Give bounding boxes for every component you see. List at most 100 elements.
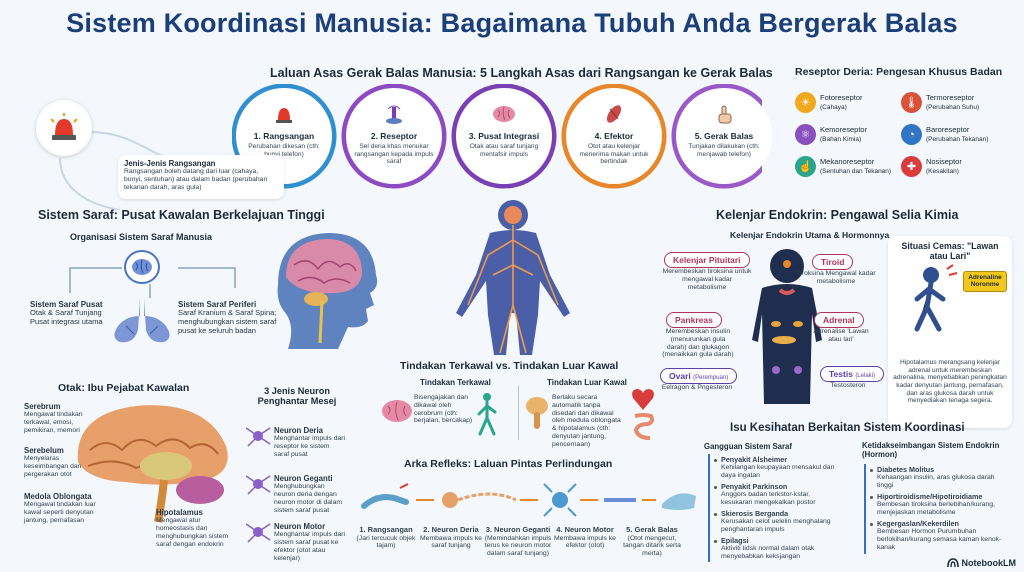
neuron-name: Neuron Motor	[274, 522, 326, 531]
receptor-sub: (Bahan Kimia)	[820, 136, 862, 143]
brain-part-desc: Mengawal tindakan terkawal, emosi, pemik…	[24, 411, 83, 434]
neuron-name: Neuron Deria	[274, 426, 323, 435]
reflex-step: 3. Neuron Geganti(Memindahkan impuls ter…	[484, 525, 552, 558]
nervous-diagram	[69, 267, 236, 298]
reflex-step: 5. Gerak Balas(Otot mengecut, tangan dit…	[618, 525, 686, 558]
involuntary-title: Tindakan Luar Kawal	[547, 378, 627, 387]
alarm-icon	[269, 100, 299, 128]
gland-testis-label: Testis (Lelaki)	[820, 366, 884, 382]
receptor-name: Nosiseptor	[926, 157, 962, 166]
pathway-step-title: 1. Rangsangan	[253, 131, 315, 141]
hand-tap-icon	[709, 100, 739, 128]
muscle-icon	[599, 100, 629, 128]
central-nervous: Sistem Saraf Pusat Otak & Saraf Tunjang …	[30, 300, 110, 327]
endocrine-heading: Kelenjar Endokrin: Pengawal Selia Kimia	[716, 208, 959, 222]
neuron-item: Neuron Geganti Menghubungkan neuron deri…	[274, 474, 346, 514]
gland-name-sub: (Lelaki)	[855, 373, 875, 379]
stress-box: Situasi Cemas: "Lawan atau Lari" Adrenal…	[888, 236, 1012, 428]
central-desc: Otak & Saraf Tunjang Pusat integrasi uta…	[30, 308, 103, 327]
pathway-step-desc: Otak atau saraf tunjang mentafsir impuls	[469, 143, 539, 158]
receptor-name: Mekanoreseptor	[820, 157, 875, 166]
body-nervous-illustration	[428, 195, 598, 355]
actions-heading: Tindakan Terkawal vs. Tindakan Luar Kawa…	[400, 360, 619, 372]
gland-name: Ovari	[669, 371, 691, 381]
pathway-step-title: 5. Gerak Balas	[694, 131, 754, 141]
reflex-step-desc: (Otot mengecut, tangan ditarik serta mer…	[623, 534, 681, 558]
pathway-step-title: 4. Efektor	[594, 131, 634, 141]
stress-title: Situasi Cemas: "Lawan atau Lari"	[901, 241, 999, 262]
pathway-step-5: 5. Gerak Balas Tunjakan dilakukan (cth: …	[676, 88, 772, 184]
gland-pituitary-desc: Merembeskan tiroksina untuk mengawal kad…	[662, 268, 752, 291]
neuron-desc: Menghubungkan neuron deria dengan neuron…	[274, 483, 343, 514]
gland-ovary-desc: Eelragon & Pngesteron	[661, 384, 733, 391]
receptor-item: Mekanoreseptor(Sentuhan dan Tekanan)	[820, 157, 891, 176]
receptor-name: Baroreseptor	[926, 125, 970, 134]
receptor-name: Kemoreseptor	[820, 125, 868, 134]
pathway-step-2: 2. Reseptor Sel deria khas menukar rangs…	[346, 88, 442, 184]
voluntary-title: Tindakan Terkawal	[420, 378, 491, 387]
gland-thyroid-label: Tiroid	[812, 254, 854, 270]
hormone-col-bar	[864, 464, 866, 554]
reflex-step-desc: (Jari tercucuk objek tajam)	[356, 534, 416, 550]
receptor-item: Nosiseptor (Kesakitan)	[926, 157, 962, 176]
brand-name: NotebookLM	[961, 558, 1017, 568]
pathway-step-4: 4. Efektor Otot atau kelenjar menerima m…	[566, 88, 662, 184]
brain-icon	[489, 100, 519, 128]
touch-icon: ☝	[795, 156, 816, 177]
neuron-name: Neuron Geganti	[274, 474, 333, 483]
neuron-desc: Menghantar impuls dari sistem saraf pusa…	[274, 531, 346, 562]
pathway-step-title: 2. Reseptor	[370, 131, 418, 141]
receptor-item: Termoreseptor(Perubahan Suhu)	[926, 93, 979, 112]
peripheral-name: Sistem Saraf Periferi	[178, 300, 257, 309]
nerve-col-title: Gangguan Sistem Saraf	[704, 442, 792, 451]
reflex-step-title: 5. Gerak Balas	[626, 525, 678, 534]
brainstem-icon	[524, 396, 550, 430]
brain-part-hypothalamus: Hipotalamus Mengawal atur homeostasis da…	[156, 508, 236, 548]
pathway-step-desc: Otot atau kelenjar menerima makan untuk …	[579, 143, 649, 166]
reflex-step-desc: (Memindahkan impuls terus ke neuron moto…	[484, 534, 552, 558]
head-brain-illustration	[258, 225, 388, 350]
brain-part-name: Hipotalamus	[156, 508, 203, 517]
receptor-sub: (Perubahan Suhu)	[926, 104, 980, 111]
walking-person-icon	[476, 392, 498, 436]
disorder-name: Penyakit Parkinson	[721, 481, 788, 491]
brain-icon	[380, 396, 414, 426]
pathway-rings	[232, 84, 762, 189]
pathway-step-desc: Sel deria khas menukar rangsangan kepada…	[354, 143, 434, 166]
stressed-person-icon: Adrenaline Noronme	[893, 261, 1007, 332]
neuron-item: Neuron Motor Menghantar impuls dari sist…	[274, 522, 346, 562]
endocrine-sub: Kelenjar Endokrin Utama & Hormonnya	[730, 230, 890, 240]
reflex-step-title: 3. Neuron Geganti	[485, 525, 551, 534]
brain-part-cerebellum: Serebelum Menyelaras keseimbangan dan pe…	[24, 446, 92, 479]
receptor-item: Baroreseptor (Perubahan Tekanan)	[926, 125, 988, 144]
brand-logo: NotebookLM	[946, 558, 1017, 568]
endocrine-body-illustration	[732, 244, 842, 404]
disorder-name: Skierosis Berganda	[721, 508, 789, 518]
receptor-sub: (Perubahan Tekanan)	[926, 136, 989, 143]
receptor-sub: (Cahaya)	[820, 104, 847, 111]
gauge-icon: ◔	[901, 124, 922, 145]
motor-neuron-icon	[245, 523, 271, 543]
reflex-step-title: 4. Neuron Motor	[556, 525, 614, 534]
brain-part-medulla: Medola Oblongata Mengawal tindakan luar …	[24, 492, 104, 525]
gland-pancreas-desc: Merembeskan insulin (menurunkan gula dar…	[662, 328, 734, 359]
receptor-sub: (Kesakitan)	[926, 168, 959, 175]
sun-icon: ☀	[795, 92, 816, 113]
voluntary-desc: Bisengajakan dan dikawal oleh cerobrum (…	[414, 394, 473, 425]
gland-pituitary-label: Kelenjar Pituitari	[664, 252, 750, 268]
gland-testis-desc: Testosteron	[830, 382, 866, 389]
disorder-name: Epilagsi	[721, 535, 749, 545]
brain-illustration	[66, 396, 242, 524]
brain-part-cerebrum: Serebrum Mengawal tindakan terkawal, emo…	[24, 402, 92, 435]
disorder-name: Penyakit Alsheimer	[721, 455, 788, 464]
stress-desc: Hipotalamus merangsang kelenjar adrenal …	[893, 359, 1007, 405]
thermometer-icon: 🌡	[901, 92, 922, 113]
disorder-desc: Anggors badan terkstor-kstar, kesukaran …	[721, 491, 816, 506]
gland-ovary-label: Ovari (Perempuan)	[660, 368, 738, 384]
